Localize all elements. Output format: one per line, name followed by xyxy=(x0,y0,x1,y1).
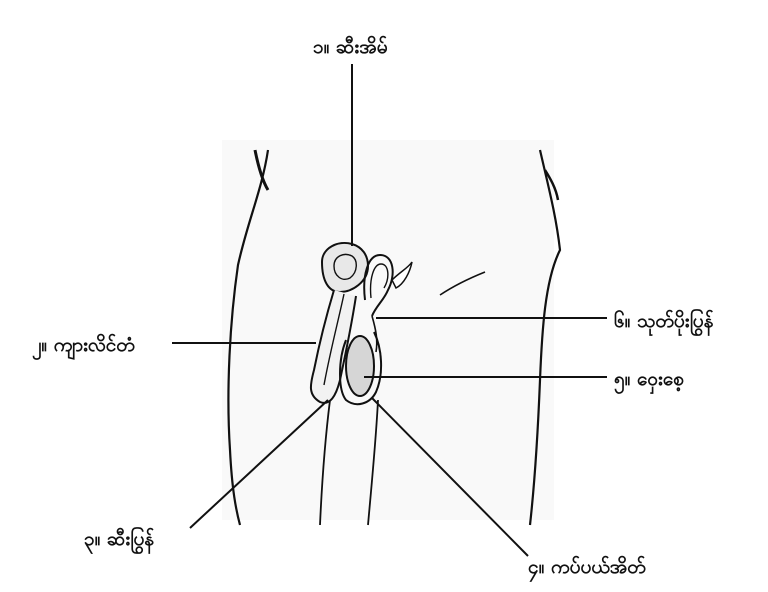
label-scrotum: ၄။ ကပ်ပယ်အိတ် xyxy=(528,558,646,577)
label-bladder: ၁။ ဆီးအိမ် xyxy=(313,38,388,57)
drawing-background xyxy=(222,140,554,520)
label-urethra: ၃။ ဆီးပြွန် xyxy=(84,530,154,549)
label-penis: ၂။ ကျားလိင်တံ xyxy=(32,336,135,355)
testis-shape xyxy=(346,336,374,396)
label-vas-deferens: ၆။ သုတ်ပိုးပြွန် xyxy=(614,312,713,331)
label-testis: ၅။ ဝှေးစေ့ xyxy=(614,370,684,389)
